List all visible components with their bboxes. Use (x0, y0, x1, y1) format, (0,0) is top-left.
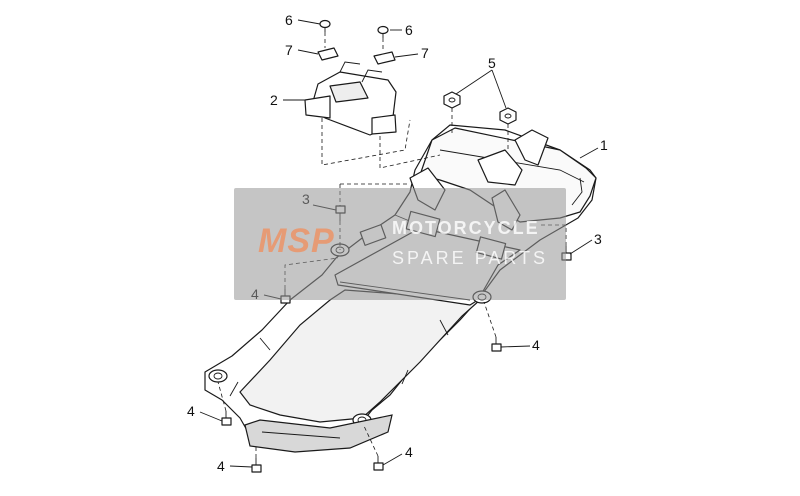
watermark-logo: MSP (258, 222, 335, 260)
callout-3-right: 3 (594, 231, 602, 247)
callout-6-left: 6 (285, 12, 293, 28)
callout-2: 2 (270, 92, 278, 108)
leader-lines (199, 19, 599, 468)
screw-6-right (377, 25, 389, 38)
callout-4-c: 4 (187, 403, 195, 419)
clip-left (317, 47, 339, 61)
bracket-part (304, 61, 397, 136)
clip-right (373, 51, 396, 65)
watermark-box (234, 188, 566, 300)
watermark-line2: SPARE PARTS (392, 248, 549, 268)
callout-labels: 6 6 7 7 2 5 1 3 3 4 4 4 4 4 (187, 12, 608, 474)
screw-6-left (319, 19, 331, 32)
callout-1: 1 (600, 137, 608, 153)
bolt-4-b (491, 337, 502, 352)
callout-5: 5 (488, 55, 496, 71)
callout-7-right: 7 (421, 45, 429, 61)
bolt-4-c (221, 411, 232, 426)
watermark-line1: MOTORCYCLE (392, 218, 540, 238)
callout-4-d: 4 (217, 458, 225, 474)
bolt-4-d (251, 458, 262, 473)
grommet-left-bottom (208, 369, 228, 383)
callout-4-e: 4 (405, 444, 413, 460)
callout-7-left: 7 (285, 42, 293, 58)
bolt-4-e (373, 456, 384, 471)
nut-5-left (443, 91, 461, 109)
callout-4-b: 4 (532, 337, 540, 353)
callout-6-right: 6 (405, 22, 413, 38)
nut-5-right (499, 107, 517, 125)
